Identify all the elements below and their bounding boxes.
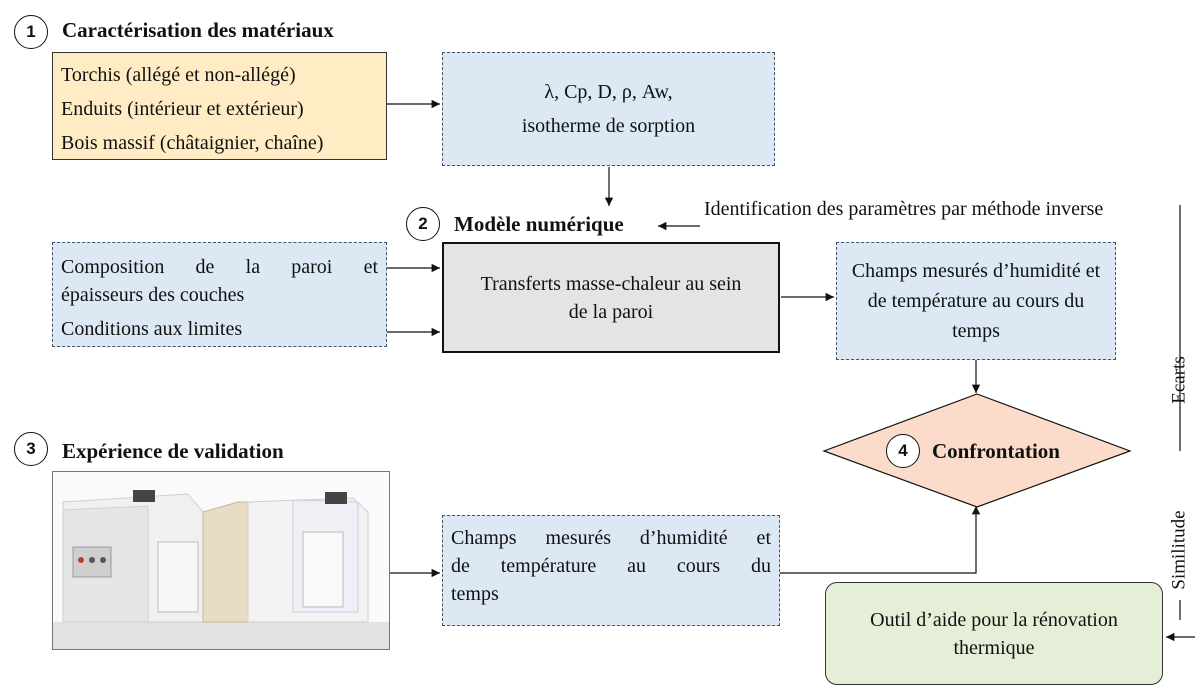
confrontation-diamond <box>822 393 1132 508</box>
step-4-number: 4 <box>898 441 908 460</box>
composition-line-2: épaisseurs des couches <box>61 284 245 306</box>
measured-fields-top-box: Champs mesurés d’humidité et de températ… <box>836 242 1116 360</box>
wall-inputs-box: Composition de la paroi et épaisseurs de… <box>52 242 387 347</box>
validation-experiment-image <box>52 471 390 650</box>
step-1-badge: 1 <box>14 15 48 49</box>
properties-line-1: λ, Cp, D, ρ, Aw, <box>544 81 673 103</box>
properties-line-2: isotherme de sorption <box>521 115 696 137</box>
tool-line-1: Outil d’aide pour la rénovation <box>870 608 1118 631</box>
model-line-2: de la paroi <box>568 300 654 323</box>
step-2-number: 2 <box>418 214 428 233</box>
ecarts-label-wrap: Ecarts <box>1150 350 1195 410</box>
properties-box: λ, Cp, D, ρ, Aw, isotherme de sorption <box>442 52 775 166</box>
step-3-number: 3 <box>26 439 36 458</box>
step-2-title: Modèle numérique <box>454 212 624 236</box>
renovation-tool-box: Outil d’aide pour la rénovation thermiqu… <box>825 582 1163 685</box>
materials-box: Torchis (allégé et non-allégé) Enduits (… <box>52 52 387 160</box>
measured-top-line-1: Champs mesurés d’humidité et <box>851 260 1101 282</box>
model-box: Transferts masse-chaleur au sein de la p… <box>442 242 780 353</box>
model-line-1: Transferts masse-chaleur au sein <box>480 272 742 295</box>
step-4-badge: 4 <box>886 434 920 468</box>
conditions-label: Conditions aux limites <box>61 318 243 340</box>
composition-line-1: Composition de la paroi et <box>61 256 378 278</box>
ecarts-label: Ecarts <box>1168 356 1190 404</box>
step-2-badge: 2 <box>406 207 440 241</box>
step-1-title: Caractérisation des matériaux <box>62 18 334 42</box>
material-item: Bois massif (châtaignier, chaîne) <box>61 132 324 154</box>
material-item: Enduits (intérieur et extérieur) <box>61 98 304 120</box>
step-1-number: 1 <box>26 22 36 41</box>
climatic-chamber-illustration <box>53 490 389 649</box>
step-3-badge: 3 <box>14 432 48 466</box>
measured-bottom-line-1: Champs mesurés d’humidité et <box>451 527 771 549</box>
measured-top-line-3: temps <box>952 320 1000 342</box>
tool-line-2: thermique <box>953 636 1035 659</box>
step-3-title: Expérience de validation <box>62 439 284 463</box>
measured-top-line-2: de température au cours du <box>867 290 1085 312</box>
material-item: Torchis (allégé et non-allégé) <box>61 64 296 86</box>
step-4-title: Confrontation <box>932 439 1060 463</box>
measured-bottom-line-2: de température au cours du <box>451 555 771 577</box>
arrow-measured-bottom-to-confrontation <box>780 506 981 574</box>
similitude-label: Similitude <box>1169 510 1190 590</box>
measured-fields-bottom-box: Champs mesurés d’humidité et de températ… <box>442 515 780 626</box>
measured-bottom-line-3: temps <box>451 583 499 605</box>
inverse-identification-label: Identification des paramètres par méthod… <box>704 198 1104 220</box>
